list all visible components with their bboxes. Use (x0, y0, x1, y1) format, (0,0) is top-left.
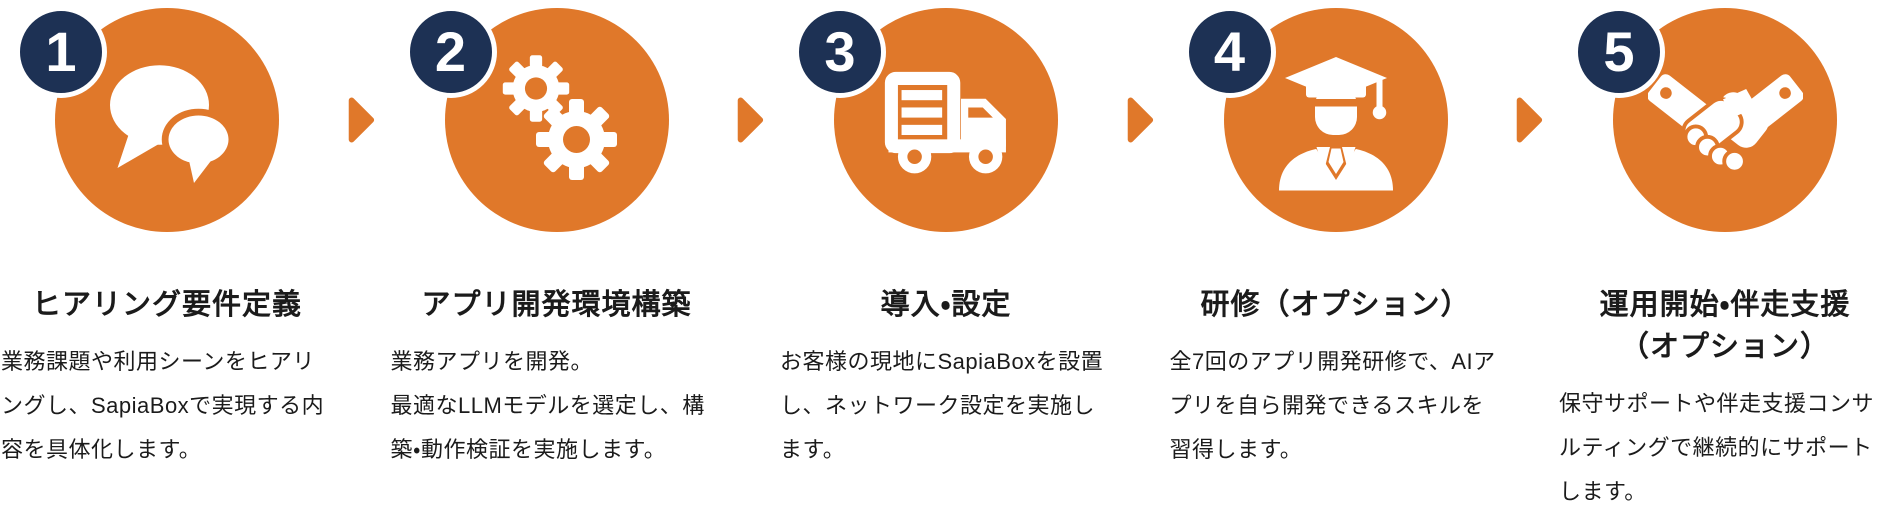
arrow-gap (1112, 0, 1170, 240)
step-circle: 1 (15, 6, 279, 232)
step-4-icon-band: 4 (1170, 0, 1502, 240)
step-number-badge: 3 (794, 6, 886, 98)
arrow-right-icon (1127, 97, 1153, 143)
step-3: 3 導入・設定 お客様の現地にSapiaBoxを設置し、ネットワーク設定を実施し… (780, 0, 1112, 472)
step-1-icon-band: 1 (1, 0, 333, 240)
step-title: 運用開始・伴走支援 （オプション） (1599, 289, 1851, 364)
step-2: 2 アプリ開発環境構築 業務アプリを開発。 最適なLLMモデルを選定し、構築・動… (391, 0, 723, 472)
step-circle: 5 (1573, 6, 1837, 232)
step-title: 研修（オプション） (1200, 289, 1471, 321)
step-circle: 3 (794, 6, 1058, 232)
step-title: ヒアリング要件定義 (31, 289, 302, 321)
arrow-gap (723, 0, 781, 240)
step-description: 業務課題や利用シーンをヒアリングし、SapiaBoxで実現する内容を具体化します… (1, 349, 325, 463)
handshake-icon (1647, 74, 1803, 174)
arrow-right-icon (1516, 97, 1543, 143)
step-1: 1 ヒアリング要件定義 業務課題や利用シーンをヒアリングし、SapiaBoxで実… (1, 0, 333, 472)
step-description: お客様の現地にSapiaBoxを設置し、ネットワーク設定を実施します。 (780, 349, 1104, 463)
step-circle-background (834, 8, 1058, 232)
step-5: 5 運用開始・伴走支援 （オプション） 保守サポートや伴走支援コンサルティングで… (1559, 0, 1891, 514)
step-2-icon-band: 2 (391, 0, 723, 240)
arrow-gap (333, 0, 391, 240)
gears-icon (502, 55, 617, 180)
step-3-icon-band: 3 (780, 0, 1112, 240)
step-4: 4 研修（オプション） 全7回のアプリ開発研修で、AIアプリを自ら開発できるスキ… (1170, 0, 1502, 472)
step-number-badge: 5 (1573, 6, 1665, 98)
step-number-badge: 1 (15, 6, 107, 98)
step-description: 全7回のアプリ開発研修で、AIアプリを自ら開発できるスキルを習得します。 (1169, 349, 1496, 463)
graduate-icon (1278, 57, 1393, 191)
step-number-badge: 2 (404, 6, 497, 98)
step-circle-background (444, 8, 669, 232)
step-circle: 4 (1183, 6, 1448, 232)
speech-bubbles-icon (110, 65, 236, 183)
step-description: 業務アプリを開発。 最適なLLMモデルを選定し、構築・動作検証を実施します。 (390, 349, 705, 463)
step-circle: 2 (404, 6, 669, 232)
step-title: 導入・設定 (880, 289, 1012, 321)
arrow-right-icon (737, 97, 764, 143)
step-title: アプリ開発環境構築 (421, 289, 692, 321)
step-5-icon-band: 5 (1559, 0, 1891, 240)
step-number-badge: 4 (1183, 6, 1276, 98)
arrow-right-icon (348, 97, 374, 143)
step-description: 保守サポートや伴走支援コンサルティングで継続的にサポートします。 (1559, 391, 1875, 505)
arrow-gap (1502, 0, 1560, 240)
delivery-truck-icon (884, 71, 1006, 173)
